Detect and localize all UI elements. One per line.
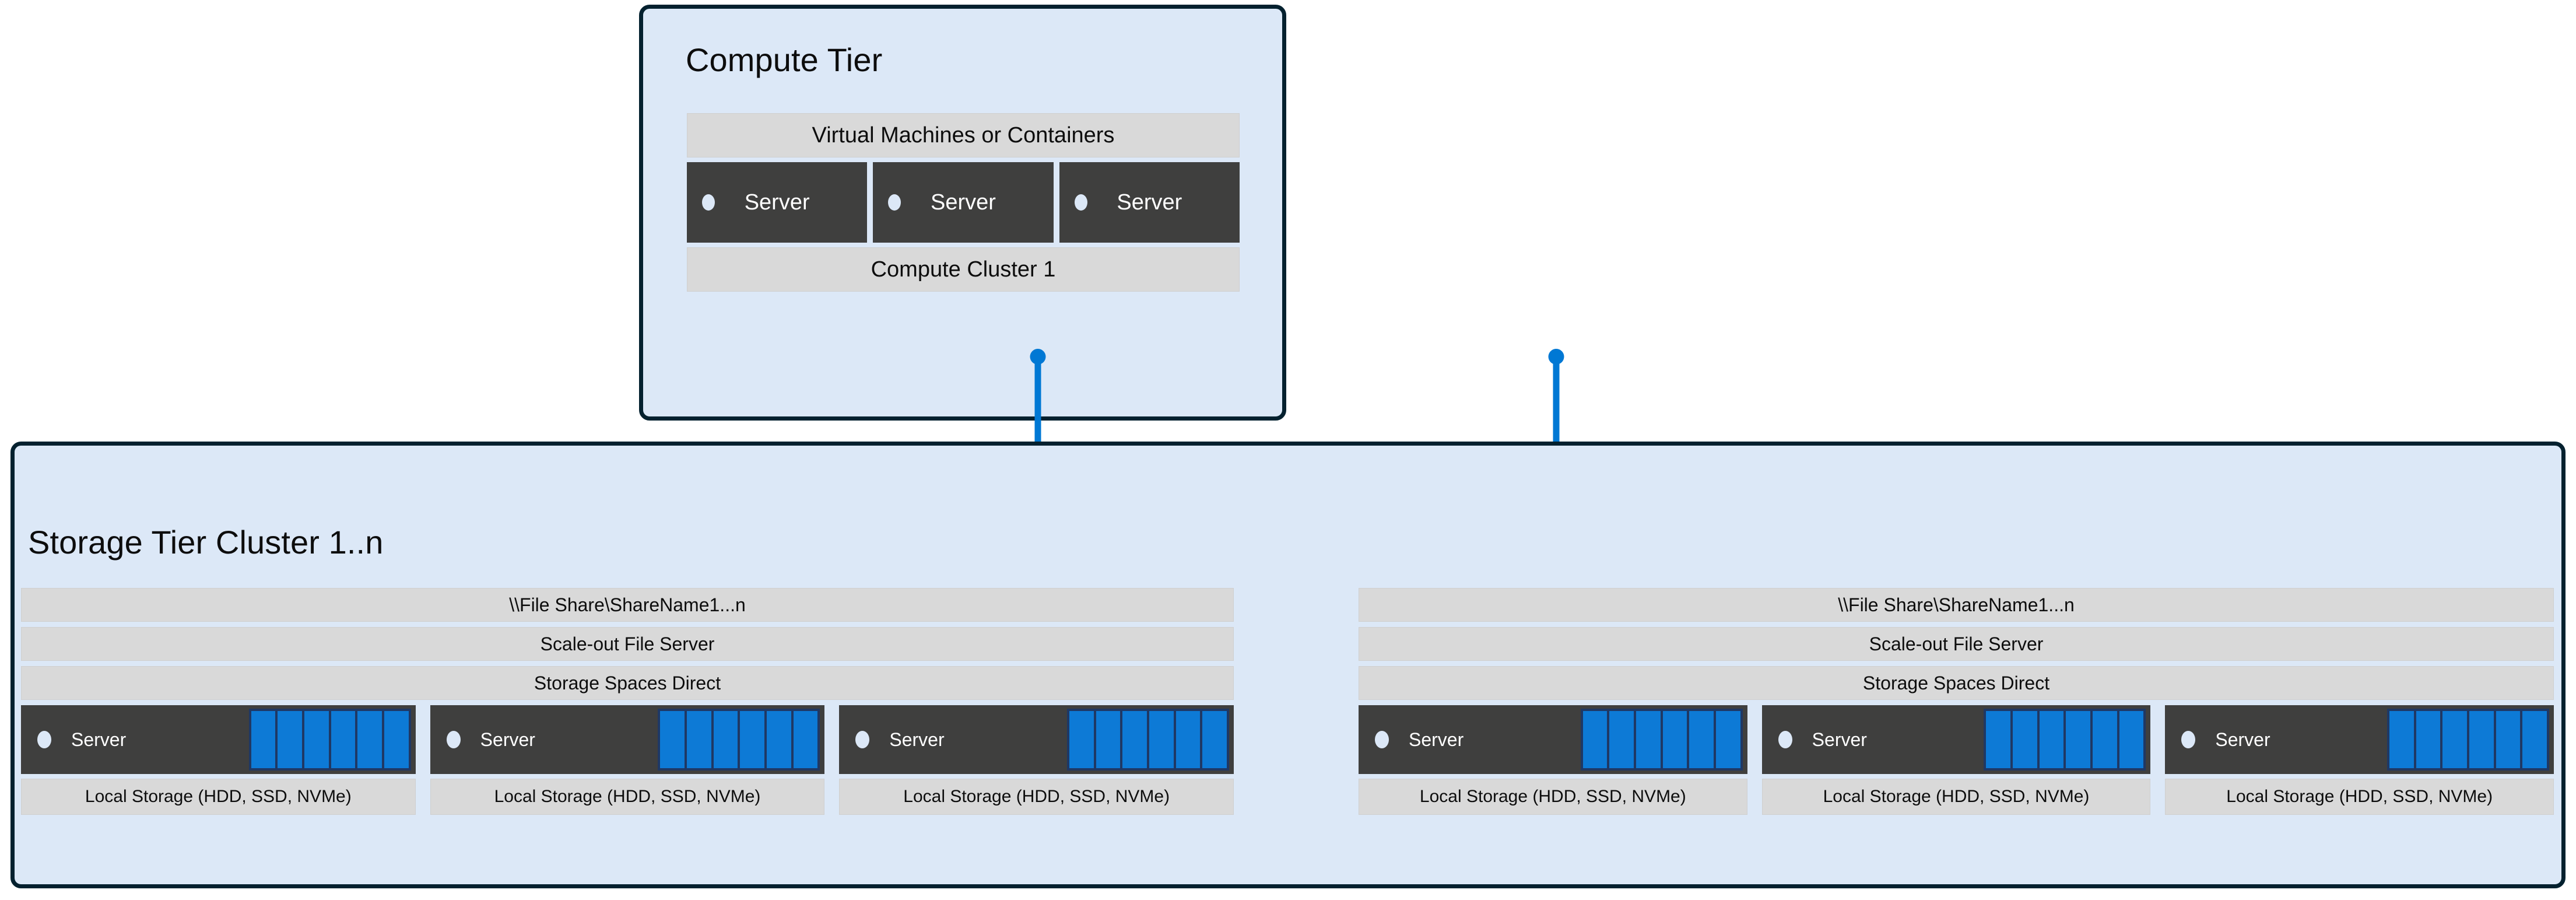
status-led-icon: [702, 194, 715, 211]
disk-bay-icon: [1984, 709, 2146, 771]
status-led-icon: [1778, 731, 1792, 748]
scale-out-file-server-band: Scale-out File Server: [21, 627, 1234, 661]
compute-server-label: Server: [1117, 190, 1182, 215]
compute-tier-title: Compute Tier: [686, 41, 883, 78]
status-led-icon: [1074, 194, 1087, 211]
storage-servers-row: Server Local Storage (HDD, SSD, NVMe) Se…: [1359, 705, 2554, 815]
storage-server-4[interactable]: Server: [1359, 705, 1747, 774]
storage-server-1[interactable]: Server: [21, 705, 416, 774]
compute-server-label: Server: [931, 190, 996, 215]
storage-node: Server Local Storage (HDD, SSD, NVMe): [1359, 705, 1747, 815]
compute-tier-stack: Virtual Machines or Containers Server Se…: [687, 113, 1240, 292]
storage-server-5[interactable]: Server: [1761, 705, 2151, 774]
status-led-icon: [888, 194, 901, 211]
compute-cluster-band: Compute Cluster 1: [687, 247, 1240, 292]
compute-server-2[interactable]: Server: [873, 162, 1054, 243]
status-led-icon: [855, 731, 870, 748]
compute-server-1[interactable]: Server: [687, 162, 868, 243]
storage-server-label: Server: [1409, 729, 1464, 750]
connector-line: [1034, 356, 1041, 509]
storage-server-label: Server: [889, 729, 945, 750]
storage-server-3[interactable]: Server: [839, 705, 1234, 774]
disk-bay-icon: [1067, 709, 1230, 771]
storage-server-6[interactable]: Server: [2165, 705, 2554, 774]
disk-bay-icon: [658, 709, 820, 771]
connector-line: [1553, 356, 1560, 509]
file-share-band: \\File Share\ShareName1...n: [21, 588, 1234, 622]
status-led-icon: [1375, 731, 1389, 748]
storage-cluster-2: \\File Share\ShareName1...n Scale-out Fi…: [1359, 588, 2554, 815]
disk-bay-icon: [248, 709, 411, 771]
storage-node: Server Local Storage (HDD, SSD, NVMe): [21, 705, 416, 815]
scale-out-file-server-band: Scale-out File Server: [1359, 627, 2554, 661]
file-share-band: \\File Share\ShareName1...n: [1359, 588, 2554, 622]
storage-node: Server Local Storage (HDD, SSD, NVMe): [1761, 705, 2151, 815]
local-storage-band: Local Storage (HDD, SSD, NVMe): [839, 779, 1234, 815]
storage-server-label: Server: [1812, 729, 1867, 750]
disk-bay-icon: [2387, 709, 2550, 771]
local-storage-band: Local Storage (HDD, SSD, NVMe): [430, 779, 825, 815]
storage-server-label: Server: [71, 729, 127, 750]
local-storage-band: Local Storage (HDD, SSD, NVMe): [1761, 779, 2151, 815]
compute-server-3[interactable]: Server: [1059, 162, 1240, 243]
storage-servers-row: Server Local Storage (HDD, SSD, NVMe) Se…: [21, 705, 1234, 815]
status-led-icon: [446, 731, 461, 748]
virtual-machines-band: Virtual Machines or Containers: [687, 113, 1240, 157]
compute-servers-row: Server Server Server: [687, 162, 1240, 243]
status-led-icon: [37, 731, 51, 748]
local-storage-band: Local Storage (HDD, SSD, NVMe): [21, 779, 416, 815]
local-storage-band: Local Storage (HDD, SSD, NVMe): [2165, 779, 2554, 815]
storage-cluster-1: \\File Share\ShareName1...n Scale-out Fi…: [21, 588, 1234, 815]
storage-spaces-direct-band: Storage Spaces Direct: [1359, 666, 2554, 700]
storage-server-label: Server: [480, 729, 535, 750]
storage-spaces-direct-band: Storage Spaces Direct: [21, 666, 1234, 700]
storage-node: Server Local Storage (HDD, SSD, NVMe): [2165, 705, 2554, 815]
storage-server-label: Server: [2215, 729, 2270, 750]
storage-node: Server Local Storage (HDD, SSD, NVMe): [839, 705, 1234, 815]
compute-server-label: Server: [744, 190, 810, 215]
storage-node: Server Local Storage (HDD, SSD, NVMe): [430, 705, 825, 815]
storage-server-2[interactable]: Server: [430, 705, 825, 774]
status-led-icon: [2181, 731, 2196, 748]
storage-tier-title: Storage Tier Cluster 1..n: [28, 524, 384, 561]
local-storage-band: Local Storage (HDD, SSD, NVMe): [1359, 779, 1747, 815]
disk-bay-icon: [1580, 709, 1743, 771]
